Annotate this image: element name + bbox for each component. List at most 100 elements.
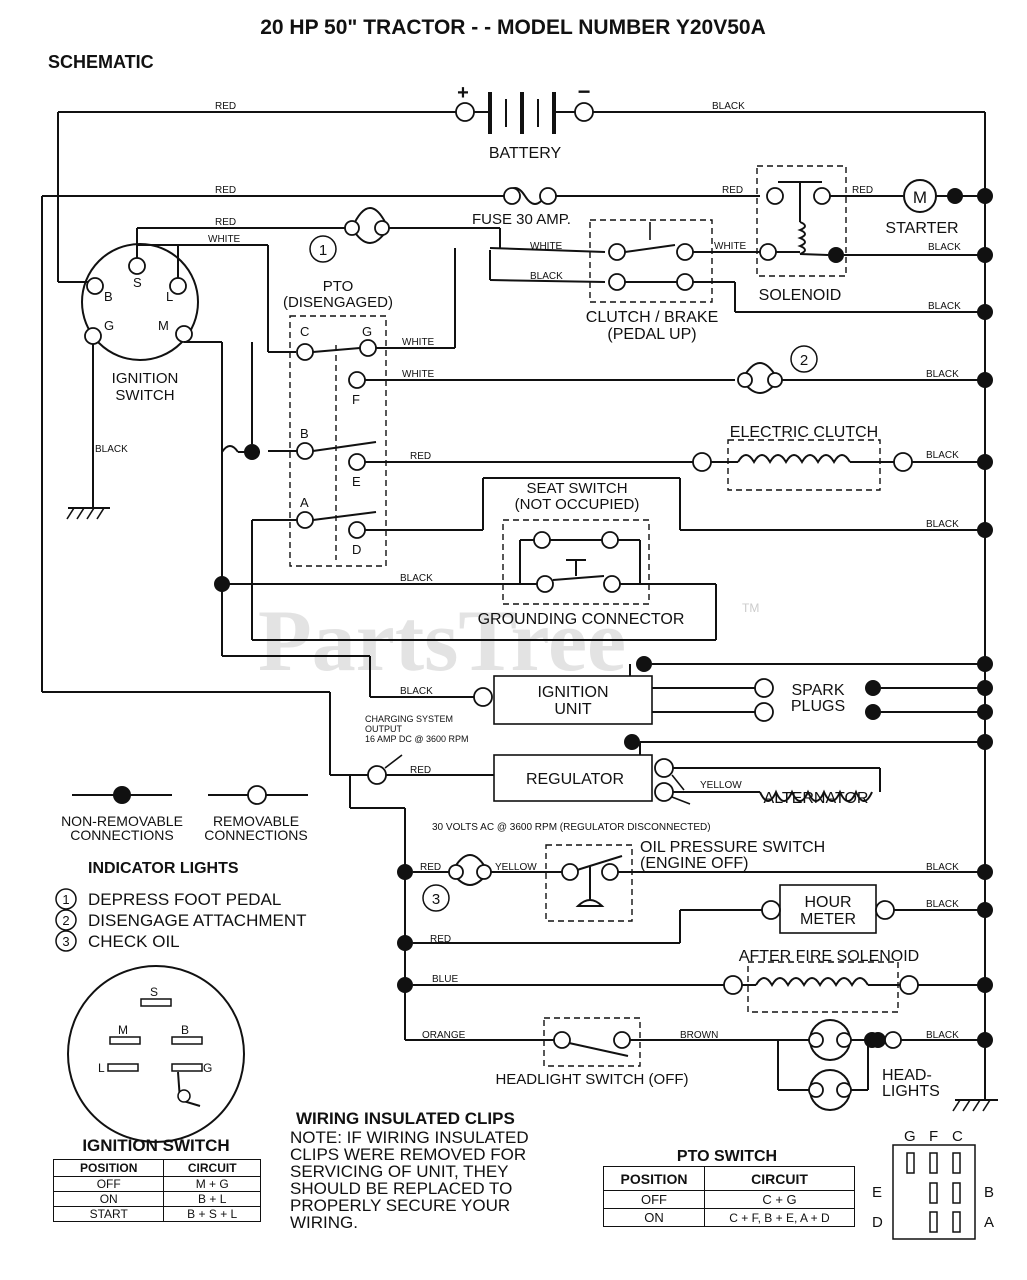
svg-text:BLACK: BLACK [400, 573, 433, 584]
svg-text:DISENGAGE ATTACHMENT: DISENGAGE ATTACHMENT [88, 911, 307, 930]
svg-text:BLACK: BLACK [926, 1030, 959, 1041]
after-fire-label: AFTER FIRE SOLENOID [739, 948, 919, 965]
svg-text:G: G [362, 324, 372, 339]
svg-text:YELLOW: YELLOW [700, 780, 742, 791]
oil-switch-label-1: OIL PRESSURE SWITCH [640, 839, 825, 856]
wire-red-battery: RED [215, 101, 236, 112]
clips-note-line: CLIPS WERE REMOVED FOR [290, 1145, 527, 1164]
starter-motor: M STARTER [885, 179, 993, 237]
seat-switch-label-1: SEAT SWITCH [526, 480, 627, 497]
svg-text:WHITE: WHITE [402, 337, 435, 348]
svg-text:S: S [133, 275, 142, 290]
svg-text:BLACK: BLACK [926, 369, 959, 380]
svg-text:DEPRESS FOOT PEDAL: DEPRESS FOOT PEDAL [88, 890, 281, 909]
svg-text:C: C [300, 324, 309, 339]
svg-text:CHARGING SYSTEM: CHARGING SYSTEM [365, 714, 453, 724]
svg-text:2: 2 [800, 352, 808, 369]
svg-text:B: B [104, 289, 113, 304]
table-cell: C + G [704, 1190, 855, 1209]
svg-text:G: G [904, 1128, 916, 1145]
clutch-brake-switch: CLUTCH / BRAKE (PEDAL UP) WHITE BLACK [586, 219, 993, 343]
table-header: CIRCUIT [163, 1159, 261, 1177]
svg-text:E: E [872, 1184, 882, 1201]
svg-text:ORANGE: ORANGE [422, 1030, 466, 1041]
battery: + − BATTERY RED BLACK [57, 79, 986, 170]
wire-red-fuse: RED [215, 185, 236, 196]
trademark: TM [742, 601, 759, 615]
svg-text:S: S [150, 985, 158, 999]
electric-clutch-label: ELECTRIC CLUTCH [730, 424, 878, 441]
svg-text:WHITE: WHITE [530, 241, 563, 252]
svg-text:BLACK: BLACK [928, 301, 961, 312]
wire-red-starter: RED [852, 185, 873, 196]
clips-note-line: WIRING. [290, 1213, 358, 1232]
ground-symbol-right [952, 1099, 998, 1112]
svg-text:F: F [929, 1128, 938, 1145]
svg-text:RED: RED [410, 451, 431, 462]
ignition-unit-label-2: UNIT [554, 701, 592, 718]
table-cell: ON [603, 1208, 705, 1227]
pto-label-2: (DISENGAGED) [283, 294, 393, 311]
seat-switch: SEAT SWITCH (NOT OCCUPIED) GROUNDING CON… [478, 480, 685, 628]
clutch-brake-label-1: CLUTCH / BRAKE [586, 309, 718, 326]
headlights-label-2: LIGHTS [882, 1083, 940, 1100]
svg-text:2: 2 [62, 913, 69, 928]
fuse-label: FUSE 30 AMP. [472, 211, 571, 228]
svg-text:BLACK: BLACK [530, 271, 563, 282]
svg-text:G: G [203, 1061, 212, 1075]
battery-label: BATTERY [489, 145, 562, 162]
after-fire-solenoid: BLUE AFTER FIRE SOLENOID [413, 948, 993, 1013]
pto-label-1: PTO [323, 278, 354, 295]
wire-red-solenoid: RED [722, 185, 743, 196]
svg-text:F: F [352, 392, 360, 407]
oil-pressure-switch: RED 3 YELLOW OIL PRESSURE SWITCH (ENGINE… [413, 839, 993, 922]
headlight-circuit: ORANGE HEADLIGHT SWITCH (OFF) BROWN BLAC… [405, 1017, 993, 1111]
connection-legend: NON-REMOVABLE CONNECTIONS REMOVABLE CONN… [61, 785, 308, 843]
svg-text:A: A [984, 1214, 994, 1231]
svg-text:3: 3 [432, 891, 440, 908]
ignition-switch-label-1: IGNITION [112, 370, 179, 387]
svg-text:B: B [300, 426, 309, 441]
pto-switch-table: POSITION CIRCUIT OFF C + G ON C + F, B +… [603, 1166, 855, 1227]
ignition-switch-label-2: SWITCH [115, 387, 174, 404]
svg-text:E: E [352, 474, 361, 489]
electric-clutch: ELECTRIC CLUTCH BLACK [692, 424, 993, 491]
indicator-lights-legend: INDICATOR LIGHTS 1 DEPRESS FOOT PEDAL 2 … [55, 860, 307, 952]
svg-text:NON-REMOVABLE: NON-REMOVABLE [61, 813, 183, 829]
table-header: POSITION [52, 1159, 165, 1177]
table-cell: ON [52, 1191, 165, 1207]
fuse-line: RED RED FUSE 30 AMP. [41, 185, 760, 692]
pto-switch-pins: G F C E D B A [872, 1128, 994, 1240]
svg-text:CONNECTIONS: CONNECTIONS [70, 827, 173, 843]
svg-text:BLACK: BLACK [400, 686, 433, 697]
ignition-switch-schematic: S B L G M IGNITION SWITCH [81, 243, 199, 404]
seat-switch-label-2: (NOT OCCUPIED) [515, 496, 640, 513]
solenoid-label: SOLENOID [759, 287, 842, 304]
table-header: CIRCUIT [704, 1166, 855, 1191]
svg-text:A: A [300, 495, 309, 510]
table-cell: C + F, B + E, A + D [704, 1208, 855, 1227]
ignition-switch-table-heading: IGNITION SWITCH [82, 1136, 229, 1155]
svg-text:B: B [181, 1023, 189, 1037]
ignition-unit-label-1: IGNITION [537, 684, 608, 701]
indicator-light-1: 1 [309, 207, 501, 263]
ignition-switch-face: S M B L G [67, 965, 245, 1143]
svg-text:INDICATOR LIGHTS: INDICATOR LIGHTS [88, 860, 239, 877]
hour-meter: RED HOUR METER BLACK [413, 884, 993, 945]
svg-text:RED: RED [410, 765, 431, 776]
svg-text:BLACK: BLACK [926, 519, 959, 530]
svg-text:YELLOW: YELLOW [495, 862, 537, 873]
pto-switch-table-heading: PTO SWITCH [677, 1148, 777, 1165]
svg-text:D: D [352, 542, 361, 557]
pto-switch-schematic: PTO (DISENGAGED) C G F B E A D [283, 278, 393, 567]
alternator-label: ALTERNATOR [764, 790, 869, 807]
svg-text:WHITE: WHITE [402, 369, 435, 380]
table-cell: OFF [603, 1190, 705, 1209]
clips-note-line: SHOULD BE REPLACED TO [290, 1179, 513, 1198]
volts-note: 30 VOLTS AC @ 3600 RPM (REGULATOR DISCON… [432, 822, 711, 833]
watermark: PartsTree [258, 593, 626, 690]
spark-plugs-label-2: PLUGS [791, 698, 845, 715]
svg-text:BLUE: BLUE [432, 974, 458, 985]
svg-text:CHECK OIL: CHECK OIL [88, 932, 180, 951]
